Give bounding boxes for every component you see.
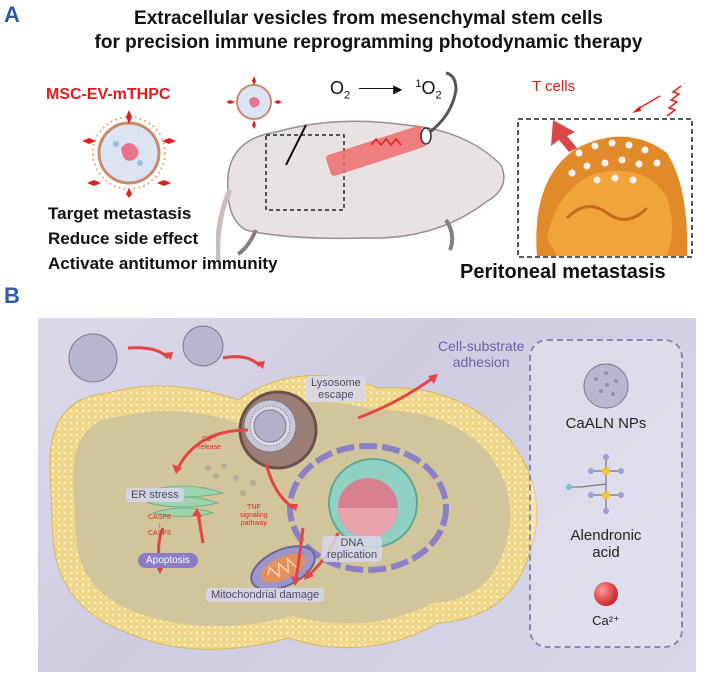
ca-release-label: Ca²⁺ release [198,436,221,451]
mouse-leg-left [236,229,258,256]
panel-b-frame: Lysosome escape Cell-substrate adhesion … [38,318,696,672]
mouse-tail [216,188,233,261]
mthpc-stars [82,110,176,198]
mouse-illustration [216,71,505,261]
t-cell-arrow [551,120,577,152]
legend-np-label: CaALN NPs [565,415,647,432]
fiber-tip [420,127,432,145]
mouse-leg-right [444,218,455,251]
laser-beam [326,126,426,176]
legend-alendronic-acid-icon [566,454,624,514]
panel-a-title-line1: Extracellular vesicles from mesenchymal … [134,8,603,29]
nanoparticles-pathway [68,325,287,443]
panel-a-letter: A [4,2,20,27]
reaction-equation: O2 ▶ 1O2 [330,78,442,102]
ev-vesicle-on-mouse [226,76,282,129]
cell-illustration [49,325,538,650]
legend-calcium-ion-icon [594,582,618,606]
legend-nanoparticle-icon [583,363,629,409]
lysosome-escape-label: Lysosome escape [306,376,366,402]
bullet-reduce-side-effect: Reduce side effect [48,229,199,248]
vesicle-pointer [285,124,307,166]
ev-vesicle-left [92,116,166,190]
metastasis-magnified [517,118,693,258]
legend-ion-label: Ca²⁺ [592,613,620,628]
cell-adhesion-label: Cell-substrate adhesion [438,338,525,370]
dna-replication-label: DNA replication [322,536,383,562]
mouse-body [227,120,505,240]
peritoneal-metastasis-label: Peritoneal metastasis [460,261,666,283]
legend-acid-label: Alendronic acid [570,527,642,561]
t-cells-label: T cells [532,78,576,95]
fiber-cable [420,71,458,140]
legend-box: CaALN NPs Alendronic acid Ca²⁺ [529,339,683,648]
bullet-target-metastasis: Target metastasis [48,204,192,223]
apoptosis-label: Apoptosis [138,553,198,568]
panel-b-letter: B [4,283,20,308]
panel-a-title-line2: for precision immune reprogramming photo… [94,32,643,53]
er-stress-label: ER stress [126,488,184,502]
nucleus [287,443,449,573]
vesicle-label: MSC-EV-mTHPC [46,86,171,103]
calcium-dots [205,463,256,496]
tnf-pathway-label: TNF signaling pathway [240,504,268,527]
mitochondrial-damage-label: Mitochondrial damage [206,588,325,602]
reaction-arrow-icon [359,88,398,89]
t-cell-dots [568,139,661,184]
light-wave-icon-right [632,85,682,117]
casp-label: CASP8 ↓ CASP3 [148,514,171,537]
light-wave-icon [370,137,402,147]
ev-vesicle-illustration [82,110,176,198]
